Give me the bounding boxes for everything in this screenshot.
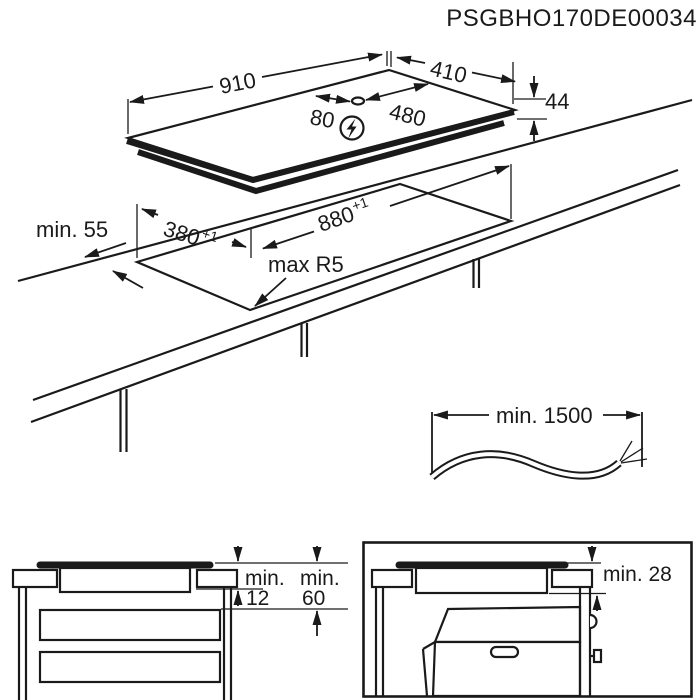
edge-distance-label: min. 55 — [36, 217, 108, 242]
cable-icon — [429, 440, 648, 481]
hob-isometric-view: 910 410 480 80 44 — [124, 51, 569, 195]
dim-maxR5: max R5 — [254, 252, 344, 307]
dim-80: 80 — [308, 93, 352, 133]
drawer-clearance-value: 60 — [302, 587, 325, 610]
hob-housing-section — [58, 566, 192, 594]
cabinet-right-side — [578, 587, 603, 696]
cable-length-label: min. 1500 — [496, 403, 593, 428]
drawer-bottom — [38, 650, 222, 684]
dim-min60: min. 60 — [221, 546, 348, 636]
hinge-bump — [589, 613, 598, 630]
drawer-top — [38, 608, 222, 642]
oven-handle — [489, 645, 520, 659]
hob-housing-edge — [137, 120, 505, 195]
oven-icon — [421, 605, 582, 698]
glass-front-edge — [126, 109, 515, 184]
worktop-cutout-view: min. 55 380 +1 880 +1 max R5 — [17, 98, 693, 452]
cabinet-sides — [17, 587, 233, 700]
cable-offset-label: 80 — [308, 104, 336, 133]
worktop-thickness-value: 12 — [246, 587, 269, 610]
svg-text:+1: +1 — [350, 194, 371, 214]
dim-min12: min. 12 — [196, 546, 348, 610]
worktop-thickness-prefix: min. — [245, 567, 285, 590]
oven-clearance-view: min. 28 — [362, 541, 693, 698]
mains-cable-view: min. 1500 — [429, 403, 648, 481]
drawer-clearance-prefix: min. — [300, 567, 340, 590]
dim-min55: min. 55 — [36, 217, 144, 289]
svg-text:380: 380 — [161, 216, 203, 251]
dim-410: 410 — [390, 51, 517, 104]
dim-min28: min. 28 — [549, 546, 672, 611]
worktop-right-section — [195, 568, 239, 589]
worktop-right-section — [550, 568, 594, 589]
oven-clearance-label: min. 28 — [603, 563, 672, 586]
hob-housing-section — [414, 566, 549, 595]
hob-width-label: 910 — [217, 67, 258, 99]
drawer-clearance-view: min. 12 min. 60 — [11, 546, 348, 700]
document-code: PSGBHO170DE00034 — [446, 5, 697, 32]
worktop-legs — [119, 259, 481, 452]
fixing-screw — [592, 648, 603, 664]
hob-height-label: 44 — [545, 89, 569, 114]
lightning-icon — [339, 115, 365, 141]
cabinet-left-side — [374, 587, 385, 696]
corner-radius-label: max R5 — [268, 252, 344, 277]
svg-text:+1: +1 — [200, 225, 220, 245]
worktop-left-section — [11, 568, 59, 589]
dim-44: 44 — [514, 76, 569, 141]
worktop-edges — [17, 98, 693, 424]
cable-gland — [350, 96, 366, 106]
cutout-opening — [133, 182, 515, 312]
worktop-left-section — [370, 568, 414, 589]
